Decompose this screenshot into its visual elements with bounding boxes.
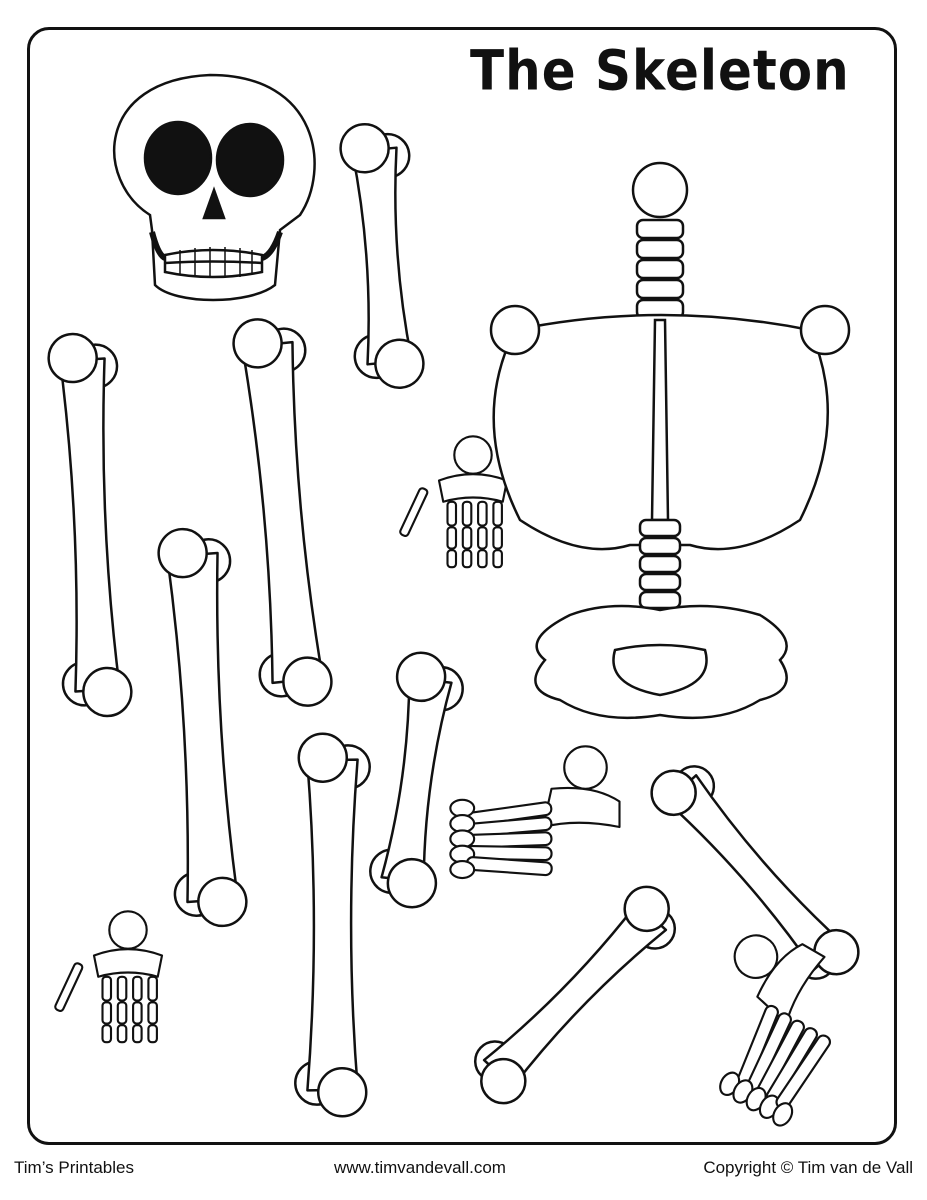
hand-bones-upper: [399, 435, 509, 569]
foot-bones-lower: [719, 934, 832, 1127]
forearm-bone-small: [369, 651, 464, 909]
tibia-fibula-bone: [294, 732, 371, 1118]
hand-bones-lower: [54, 910, 164, 1044]
humerus-bone: [339, 123, 425, 389]
femur-bone-lower: [157, 527, 248, 928]
footer-brand: Tim’s Printables: [14, 1158, 134, 1177]
femur-bone-upper: [232, 318, 333, 707]
diagonal-bone-right: [650, 765, 860, 980]
page-border: [27, 27, 897, 1145]
footer-copyright: Copyright © Tim van de Vall: [703, 1158, 913, 1177]
page-title: The Skeleton: [470, 39, 850, 103]
ribcage-spine-illustration: [489, 161, 851, 720]
foot-bones-upper: [449, 745, 621, 880]
skull-illustration: [112, 73, 316, 302]
radius-ulna-bone-left: [47, 332, 133, 718]
footer-website: www.timvandevall.com: [334, 1158, 506, 1177]
diagonal-bone-lower: [473, 885, 677, 1105]
